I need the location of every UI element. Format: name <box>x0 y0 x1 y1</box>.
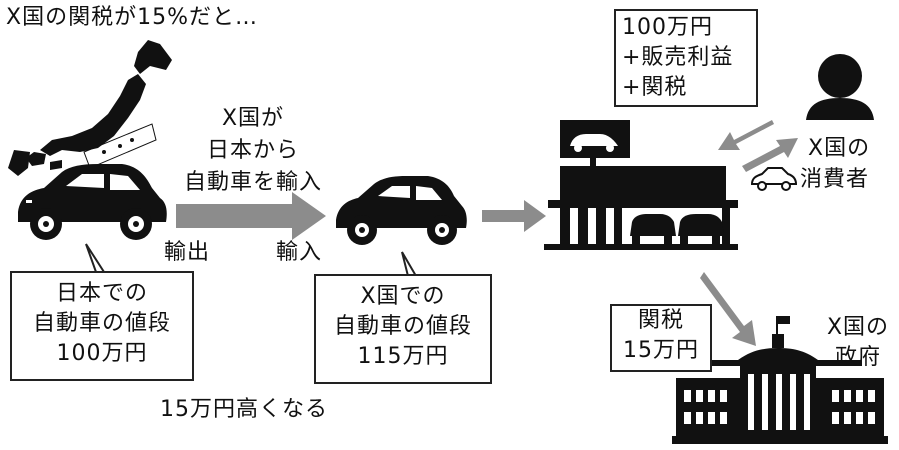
page-title: X国の関税が15%だと… <box>6 5 258 30</box>
dealer-to-government-arrow <box>700 272 756 346</box>
x-price-line-3: 115万円 <box>357 344 449 369</box>
dealer-price-line-2: +販売利益 <box>622 45 734 70</box>
import-caption-line-1: X国が <box>221 106 285 131</box>
x-price-box: X国での 自動車の値段 115万円 <box>314 274 492 384</box>
tariff-line-1: 関税 <box>637 308 684 333</box>
import-arrow <box>176 192 326 240</box>
japan-price-line-1: 日本での <box>55 281 148 306</box>
car-japan-icon <box>18 164 167 240</box>
dealer-to-consumer-arrow <box>742 138 798 172</box>
japan-map-icon <box>8 40 172 176</box>
dealer-price-line-3: +関税 <box>622 75 688 100</box>
tariff-line-2: 15万円 <box>623 338 699 363</box>
dealer-building-icon <box>544 120 738 250</box>
import-caption: X国が 日本から 自動車を輸入 <box>168 103 338 199</box>
price-difference-note: 15万円高くなる <box>160 397 328 422</box>
small-car-icon <box>750 167 798 191</box>
dealer-price-box: 100万円 +販売利益 +関税 <box>614 9 758 107</box>
government-label-line-1: X国の <box>826 315 890 340</box>
import-caption-line-3: 自動車を輸入 <box>183 170 322 195</box>
japan-price-box: 日本での 自動車の値段 100万円 <box>10 271 194 381</box>
car-to-dealer-arrow <box>482 200 546 232</box>
consumer-person-icon <box>806 54 874 120</box>
government-label-line-2: 政府 <box>834 345 881 370</box>
x-price-line-1: X国での <box>360 284 446 309</box>
japan-price-line-2: 自動車の値段 <box>32 311 171 336</box>
government-building-icon <box>672 316 888 444</box>
import-caption-line-2: 日本から <box>206 138 299 163</box>
consumer-label-line-1: X国の <box>808 136 871 161</box>
consumer-label-line-2: 消費者 <box>800 167 870 192</box>
tariff-box: 関税 15万円 <box>610 304 712 372</box>
okinawa-inset <box>83 123 157 169</box>
x-price-line-2: 自動車の値段 <box>333 314 472 339</box>
consumer-to-dealer-arrow <box>718 120 774 150</box>
government-label: X国の 政府 <box>818 313 898 373</box>
import-label: 輸入 <box>276 240 323 265</box>
japan-price-callout-tail <box>85 243 106 273</box>
japan-price-line-3: 100万円 <box>56 341 148 366</box>
dealer-price-line-1: 100万円 <box>622 15 713 40</box>
export-label: 輸出 <box>164 240 211 265</box>
car-x-icon <box>336 176 467 245</box>
x-price-callout-tail <box>401 251 418 277</box>
